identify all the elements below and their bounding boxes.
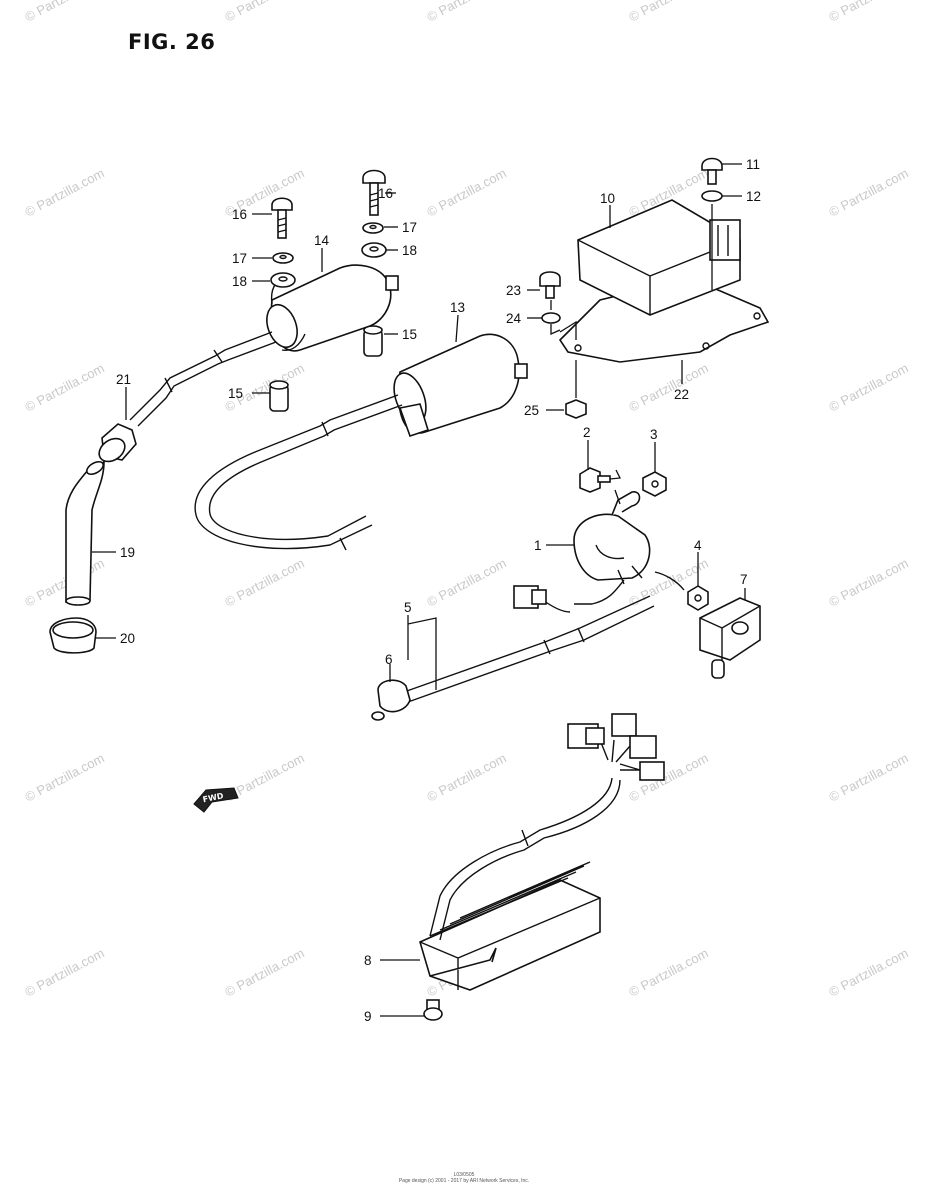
callout: 1 bbox=[534, 538, 542, 553]
screw-11[interactable] bbox=[701, 157, 723, 185]
callout-labels: 1 2 3 4 5 6 7 8 9 10 11 12 13 14 15 15 1… bbox=[116, 157, 761, 1024]
bolt-16-b[interactable] bbox=[362, 169, 386, 216]
callout: 19 bbox=[120, 545, 135, 560]
nut-4[interactable] bbox=[687, 585, 709, 611]
washer-18-b[interactable] bbox=[361, 242, 387, 258]
washer-17-b[interactable] bbox=[362, 222, 384, 234]
watermark-text: © Partzilla.com bbox=[222, 555, 306, 609]
terminal-cap-6[interactable] bbox=[371, 679, 411, 721]
callout: 11 bbox=[746, 157, 760, 172]
callout: 25 bbox=[524, 403, 539, 418]
footer-code: L03/0505 bbox=[453, 1172, 475, 1178]
watermark-text: © Partzilla.com bbox=[626, 945, 710, 999]
bolt-23[interactable] bbox=[539, 271, 561, 299]
watermark-text: © Partzilla.com bbox=[826, 0, 910, 25]
callout: 22 bbox=[674, 387, 689, 402]
watermark-text: © Partzilla.com bbox=[424, 165, 508, 219]
regulator-harness bbox=[429, 713, 665, 941]
washer-12[interactable] bbox=[701, 190, 723, 202]
callout: 16 bbox=[378, 186, 393, 201]
callout: 5 bbox=[404, 600, 412, 615]
watermark-text: © Partzilla.com bbox=[826, 165, 910, 219]
callout: 23 bbox=[506, 283, 521, 298]
starter-cable-5[interactable] bbox=[403, 595, 655, 703]
spark-plug-cap-19[interactable] bbox=[65, 459, 105, 606]
callout: 13 bbox=[450, 300, 465, 315]
callout: 14 bbox=[314, 233, 330, 248]
fwd-label: FWD bbox=[202, 791, 225, 804]
relay-harness bbox=[513, 579, 625, 613]
watermark-text: © Partzilla.com bbox=[826, 750, 910, 804]
callout: 20 bbox=[120, 631, 135, 646]
watermark-text: © Partzilla.com bbox=[22, 750, 106, 804]
watermark-text: © Partzilla.com bbox=[826, 360, 910, 414]
callout: 4 bbox=[694, 538, 702, 553]
callout: 8 bbox=[364, 953, 372, 968]
washer-18-a[interactable] bbox=[270, 272, 296, 288]
regulator-rectifier-8[interactable] bbox=[419, 861, 601, 991]
bolt-2[interactable] bbox=[579, 467, 611, 493]
watermark-text: © Partzilla.com bbox=[22, 360, 106, 414]
watermark-text: © Partzilla.com bbox=[22, 555, 106, 609]
holder-15-b[interactable] bbox=[269, 380, 289, 412]
cdi-unit-10[interactable] bbox=[577, 199, 741, 316]
ignition-coil-14[interactable] bbox=[261, 264, 399, 352]
watermark-text: © Partzilla.com bbox=[222, 945, 306, 999]
callout: 9 bbox=[364, 1009, 372, 1024]
fwd-arrow: FWD bbox=[193, 787, 239, 813]
watermark-text: © Partzilla.com bbox=[22, 945, 106, 999]
figure-title: FIG. 26 bbox=[128, 30, 216, 54]
nut-25[interactable] bbox=[565, 399, 587, 419]
watermark-text: © Partzilla.com bbox=[222, 0, 306, 25]
callout: 15 bbox=[402, 327, 417, 342]
terminal-cover-7[interactable] bbox=[699, 597, 761, 679]
high-tension-cord-13 bbox=[194, 394, 403, 551]
callout: 17 bbox=[402, 220, 417, 235]
callout: 24 bbox=[506, 311, 522, 326]
callout: 12 bbox=[746, 189, 761, 204]
starter-relay-1[interactable] bbox=[573, 491, 651, 585]
high-tension-cord-14 bbox=[129, 331, 277, 427]
callout: 3 bbox=[650, 427, 658, 442]
watermark-text: © Partzilla.com bbox=[424, 750, 508, 804]
callout: 18 bbox=[232, 274, 247, 289]
watermark-text: © Partzilla.com bbox=[626, 0, 710, 25]
cap-cover-20[interactable] bbox=[49, 617, 97, 654]
watermark-text: © Partzilla.com bbox=[424, 555, 508, 609]
footer-copyright: Page design (c) 2001 - 2017 by ARI Netwo… bbox=[398, 1178, 530, 1184]
watermark-text: © Partzilla.com bbox=[826, 555, 910, 609]
screw-9[interactable] bbox=[423, 999, 443, 1021]
watermark-layer: © Partzilla.com © Partzilla.com © Partzill… bbox=[22, 0, 910, 1000]
watermark-text: © Partzilla.com bbox=[826, 945, 910, 999]
leader-lines bbox=[92, 163, 746, 1017]
watermark-text: © Partzilla.com bbox=[22, 0, 106, 25]
holder-15-a[interactable] bbox=[363, 325, 383, 357]
callout: 6 bbox=[385, 652, 393, 667]
watermark-text: © Partzilla.com bbox=[424, 0, 508, 25]
callout: 7 bbox=[740, 572, 748, 587]
watermark-text: © Partzilla.com bbox=[626, 360, 710, 414]
callout: 15 bbox=[228, 386, 243, 401]
plug-cap-21[interactable] bbox=[95, 423, 137, 466]
ignition-coil-13[interactable] bbox=[388, 333, 528, 438]
bolt-16-a[interactable] bbox=[271, 197, 293, 239]
callout: 10 bbox=[600, 191, 615, 206]
washer-24[interactable] bbox=[541, 312, 561, 324]
callout: 21 bbox=[116, 372, 131, 387]
watermark-text: © Partzilla.com bbox=[22, 165, 106, 219]
washer-17-a[interactable] bbox=[272, 252, 294, 264]
callout: 16 bbox=[232, 207, 247, 222]
callout: 18 bbox=[402, 243, 417, 258]
callout: 17 bbox=[232, 251, 247, 266]
callout: 2 bbox=[583, 425, 591, 440]
page-footer: L03/0505 Page design (c) 2001 - 2017 by … bbox=[0, 1172, 928, 1184]
nut-3[interactable] bbox=[642, 471, 667, 497]
